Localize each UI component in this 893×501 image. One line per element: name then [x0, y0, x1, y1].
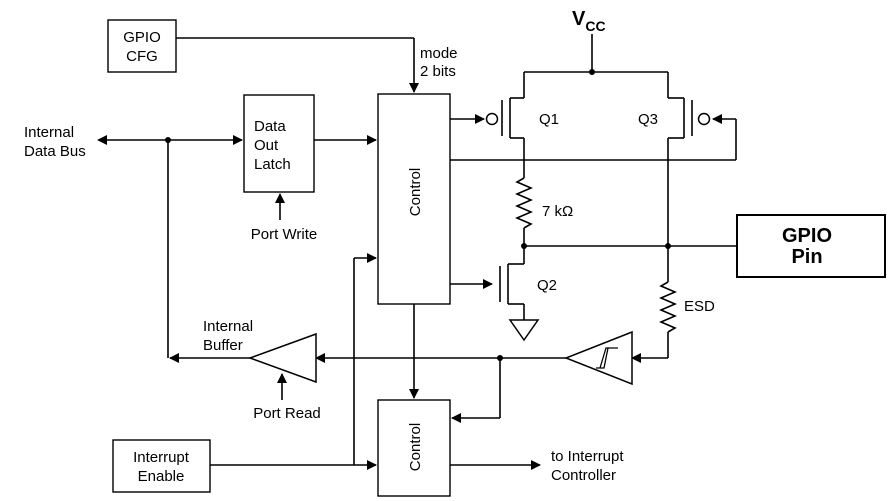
gpio-pin-line2: Pin — [791, 246, 822, 268]
data-out-latch-box — [243, 94, 315, 193]
to-interrupt-line1: to Interrupt — [551, 448, 624, 465]
mode-line1: mode — [420, 45, 458, 62]
q2-label: Q2 — [537, 277, 557, 294]
schmitt-trigger-symbol — [563, 330, 633, 386]
interrupt-enable-box — [112, 439, 211, 493]
internal-data-bus-line1: Internal — [24, 124, 74, 141]
mode-line2: 2 bits — [420, 63, 456, 80]
resistor-label: 7 kΩ — [542, 203, 573, 220]
gpio-cfg-line1: GPIO — [123, 29, 161, 46]
internal-data-bus-line2: Data Bus — [24, 143, 86, 160]
control-upper-label: Control — [407, 168, 424, 216]
q1-label: Q1 — [539, 111, 559, 128]
esd-label: ESD — [684, 298, 715, 315]
data-out-latch-line1: Data — [254, 118, 286, 135]
interrupt-enable-line1: Interrupt — [133, 449, 190, 466]
control-lower-label: Control — [407, 423, 424, 471]
internal-buffer-symbol — [247, 332, 317, 384]
internal-buffer-line1: Internal — [203, 318, 253, 335]
interrupt-enable-line2: Enable — [138, 468, 185, 485]
to-interrupt-line2: Controller — [551, 467, 616, 484]
gpio-cfg-box — [107, 19, 177, 73]
gpio-pin-line1: GPIO — [782, 225, 832, 247]
q3-label: Q3 — [638, 111, 658, 128]
data-out-latch-line2: Out — [254, 137, 279, 154]
data-out-latch-line3: Latch — [254, 156, 291, 173]
vcc-label: VCC — [572, 8, 606, 34]
control-lower-box — [377, 399, 451, 497]
gpio-cfg-line2: CFG — [126, 48, 158, 65]
wires — [97, 34, 737, 470]
internal-buffer-line2: Buffer — [203, 337, 243, 354]
control-upper-box — [377, 93, 451, 305]
port-read-label: Port Read — [253, 405, 321, 422]
port-write-label: Port Write — [251, 226, 317, 243]
